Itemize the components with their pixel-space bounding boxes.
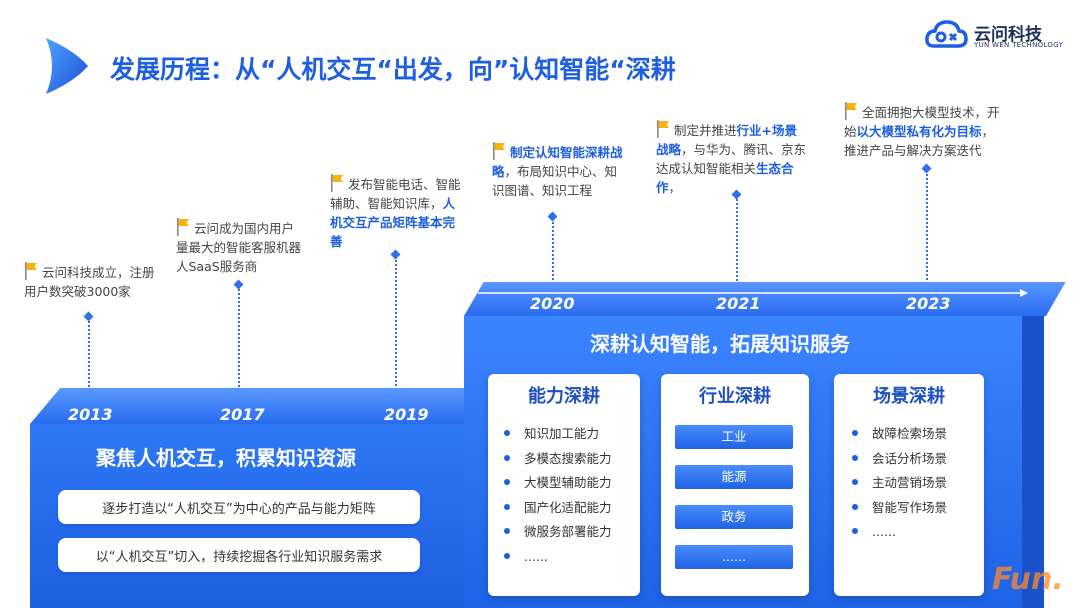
chevron-logo-icon [46, 38, 88, 94]
list-item: 多模态搜索能力 [504, 447, 640, 472]
bullet-icon [852, 430, 858, 436]
year-label: 2013 [68, 405, 113, 424]
list-item: 故障检索场景 [852, 422, 984, 447]
bullet-icon [504, 552, 510, 559]
list-item: 智能写作场景 [852, 496, 984, 521]
list-item: 主动营销场景 [852, 471, 984, 496]
milestone-text: 发布智能电话、智能辅助、智能知识库， [330, 177, 461, 211]
timeline-connector [736, 196, 738, 292]
timeline-dot [390, 249, 401, 260]
left-pill: 以“人机交互”切入，持续挖掘各行业知识服务需求 [58, 538, 420, 572]
scenario-card: 场景深耕 故障检索场景 会话分析场景 主动营销场景 智能写作场景 ...... [834, 374, 984, 596]
bullet-icon [852, 503, 858, 510]
brand-name: 云问科技 [974, 25, 1042, 45]
milestone-text: ，推进产品与解决方案迭代 [844, 124, 995, 158]
milestone-text: 全面拥抱大模型技术，开始 [844, 105, 1000, 139]
card-title: 能力深耕 [528, 386, 600, 407]
milestone-text: 云问成为国内用户量最大的智能客服机器人SaaS服务商 [176, 221, 302, 274]
list-item: 国产化适配能力 [504, 496, 640, 521]
list-item: 知识加工能力 [504, 422, 640, 447]
flag-icon [331, 174, 343, 192]
timeline-connector [552, 218, 554, 292]
card-title: 行业深耕 [699, 386, 771, 407]
list-item: ...... [504, 545, 640, 570]
timeline-dot [83, 311, 94, 322]
card-title: 场景深耕 [873, 386, 945, 407]
bullet-icon [504, 479, 510, 485]
timeline-connector [88, 318, 90, 398]
page-title: 发展历程：从“人机交互“出发，向”认知智能“深耕 [110, 55, 676, 84]
bullet-icon [504, 528, 510, 534]
milestone-text: 云问科技成立，注册用户数突破3000家 [24, 265, 155, 299]
industry-tag: ...... [675, 545, 793, 569]
milestone-2021: 制定并推进行业+场景战略，与华为、腾讯、京东达成认知智能相关生态合作， [656, 120, 808, 197]
milestone-highlight: 生态合作 [656, 161, 794, 195]
milestone-2013: 云问科技成立，注册用户数突破3000家 [24, 262, 162, 301]
bullet-icon [852, 528, 858, 534]
industry-card: 行业深耕 工业 能源 政务 ...... [661, 374, 809, 596]
bullet-icon [504, 503, 510, 510]
list-item: 微服务部署能力 [504, 520, 640, 545]
milestone-2020: 制定认知智能深耕战略，布局知识中心、知识图谱、知识工程 [492, 142, 626, 200]
milestone-text: ，布局知识中心、知识图谱、知识工程 [492, 164, 618, 198]
milestone-2023: 全面拥抱大模型技术，开始以大模型私有化为目标，推进产品与解决方案迭代 [844, 102, 1002, 160]
cloud-logo-icon [925, 20, 968, 48]
milestone-text: ， [668, 180, 682, 195]
milestone-highlight: 人机交互产品矩阵基本完善 [330, 196, 456, 249]
year-label: 2021 [716, 294, 761, 313]
milestone-highlight: 行业+场景战略 [656, 123, 797, 157]
capability-card: 能力深耕 知识加工能力 多模态搜索能力 大模型辅助能力 国产化适配能力 微服务部… [488, 374, 640, 596]
year-label: 2017 [220, 405, 265, 424]
industry-tag: 能源 [675, 465, 793, 489]
milestone-2019: 发布智能电话、智能辅助、智能知识库，人机交互产品矩阵基本完善 [330, 174, 462, 251]
right-block-title: 深耕认知智能，拓展知识服务 [590, 332, 850, 356]
timeline-dot [921, 163, 932, 174]
milestone-highlight: 以大模型私有化为目标 [856, 124, 982, 139]
brand-subtitle: YUN WEN TECHNOLOGY [974, 41, 1064, 49]
milestone-text: 制定并推进 [674, 123, 737, 138]
industry-tag: 政务 [675, 505, 793, 529]
flag-icon [177, 218, 189, 236]
timeline-connector [926, 170, 928, 292]
watermark: Fun. [992, 562, 1064, 597]
year-label: 2020 [530, 294, 575, 313]
right-block-side [1022, 282, 1044, 608]
flag-icon [493, 142, 505, 160]
list-item: 会话分析场景 [852, 447, 984, 472]
bullet-icon [852, 479, 858, 485]
bullet-icon [852, 454, 858, 461]
milestone-text: ，与华为、腾讯、京东达成认知智能相关 [656, 142, 807, 176]
timeline-connector [395, 256, 397, 398]
timeline-dot [233, 279, 244, 290]
brand-logo: 云问科技 YUN WEN TECHNOLOGY [924, 18, 1064, 54]
timeline-arrow-icon [478, 289, 1028, 297]
timeline-dot [547, 211, 558, 222]
milestone-2017: 云问成为国内用户量最大的智能客服机器人SaaS服务商 [176, 218, 304, 276]
list-item: ...... [852, 520, 984, 545]
flag-icon [25, 262, 37, 280]
timeline-connector [238, 286, 240, 398]
bullet-icon [504, 430, 510, 436]
left-block-title: 聚焦人机交互，积累知识资源 [96, 446, 356, 470]
list-item: 大模型辅助能力 [504, 471, 640, 496]
bullet-icon [504, 454, 510, 461]
year-label: 2023 [906, 294, 951, 313]
industry-tag: 工业 [675, 425, 793, 449]
year-label: 2019 [384, 405, 429, 424]
left-pill: 逐步打造以“人机交互”为中心的产品与能力矩阵 [58, 490, 420, 524]
flag-icon [657, 120, 669, 138]
milestone-highlight: 制定认知智能深耕战略 [492, 145, 623, 179]
flag-icon [845, 102, 857, 120]
